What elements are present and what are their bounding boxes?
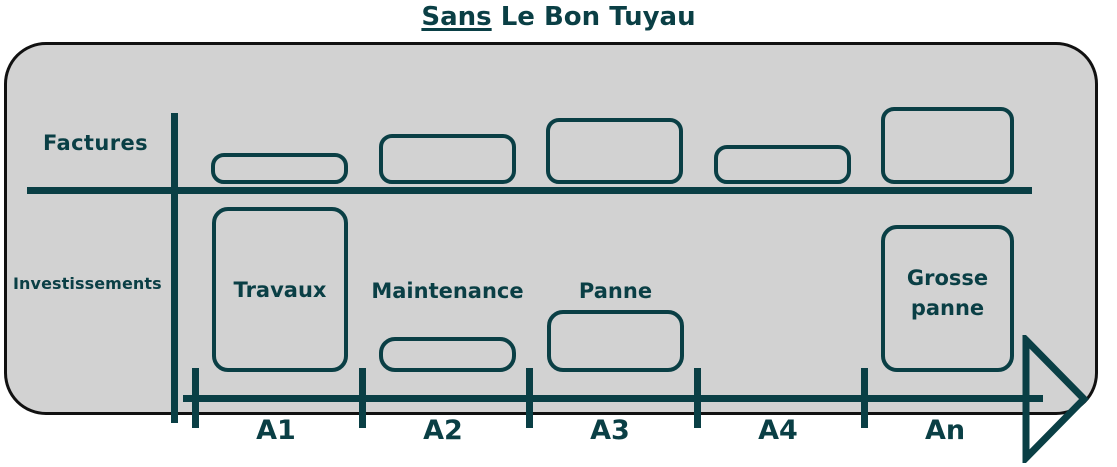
timeline-label-a4: A4 — [758, 415, 798, 446]
invoice-a1 — [211, 153, 348, 184]
timeline-tick-a3 — [526, 368, 533, 428]
invoice-a4 — [714, 145, 851, 184]
investment-maintenance-label: Maintenance — [371, 279, 524, 303]
diagram-panel: Factures Investissements Travaux Maintena… — [4, 42, 1098, 467]
timeline-tick-an — [861, 368, 868, 428]
timeline-label-an: An — [924, 415, 966, 446]
timeline-tick-a1 — [192, 368, 199, 428]
horizontal-divider — [27, 187, 1032, 194]
investment-panne — [547, 310, 684, 372]
investment-grosse-panne-label: Grosse panne — [906, 266, 989, 320]
investment-grosse-panne — [881, 225, 1014, 372]
invoice-a2 — [379, 134, 516, 184]
investment-travaux-label: Travaux — [233, 278, 327, 302]
vertical-axis — [171, 113, 178, 423]
timeline-label-a3: A3 — [590, 415, 630, 446]
timeline-label-a2: A2 — [423, 415, 463, 446]
invoice-a3 — [546, 118, 683, 184]
row-label-factures: Factures — [43, 131, 149, 155]
timeline-tick-a2 — [359, 368, 366, 428]
page-title: Sans Le Bon Tuyau — [0, 0, 1117, 36]
investment-travaux — [212, 207, 348, 372]
timeline-tick-a4 — [694, 368, 701, 428]
title-underlined-word: Sans — [421, 2, 492, 32]
title-rest: Le Bon Tuyau — [491, 2, 696, 32]
investment-maintenance — [379, 337, 516, 372]
invoice-an — [881, 107, 1014, 184]
row-label-investissements: Investissements — [13, 274, 162, 293]
timeline-arrow-right-icon — [1021, 331, 1089, 467]
timeline-label-a1: A1 — [256, 415, 296, 446]
investment-panne-label: Panne — [578, 279, 653, 303]
timeline-axis — [183, 395, 1043, 402]
